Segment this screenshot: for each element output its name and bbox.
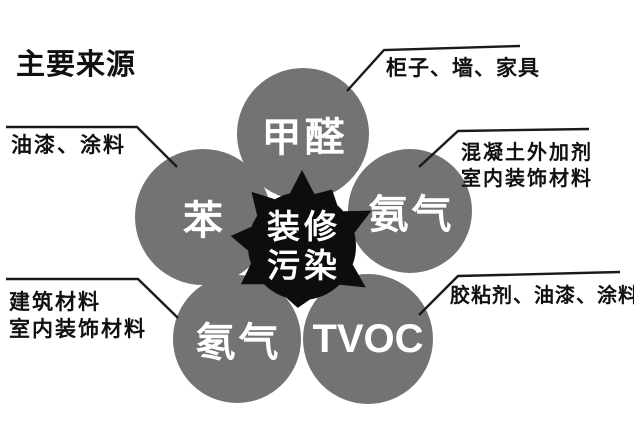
source-label-radon-line2: 室内装饰材料 bbox=[9, 318, 147, 341]
center-pollution-label-line2: 污染 bbox=[267, 247, 341, 284]
circle-benzene: 苯 bbox=[135, 149, 271, 285]
source-label-formaldehyde: 柜子、墙、家具 bbox=[386, 56, 540, 82]
circle-radon: 氡气 bbox=[173, 275, 301, 403]
circle-ammonia-label: 氨气 bbox=[368, 193, 455, 237]
source-label-ammonia: 混凝土外加剂 室内装饰材料 bbox=[461, 140, 593, 192]
source-label-radon: 建筑材料 室内装饰材料 bbox=[9, 289, 147, 343]
source-label-tvoc-line1: 胶粘剂、油漆、涂料 bbox=[450, 285, 634, 307]
circle-tvoc-label: TVOC bbox=[312, 316, 424, 361]
source-label-tvoc: 胶粘剂、油漆、涂料 bbox=[450, 283, 634, 309]
source-label-formaldehyde-line1: 柜子、墙、家具 bbox=[386, 57, 540, 80]
leader-line-ammonia bbox=[418, 127, 590, 168]
source-label-radon-line1: 建筑材料 bbox=[9, 291, 101, 314]
burst-spike-up-right-small bbox=[316, 189, 338, 206]
source-label-benzene: 油漆、涂料 bbox=[11, 133, 126, 159]
burst-core bbox=[248, 192, 356, 300]
pollution-burst bbox=[230, 170, 372, 308]
circle-radon-label: 氡气 bbox=[195, 321, 282, 365]
burst-spike-up bbox=[289, 170, 315, 194]
center-pollution-label: 装修 污染 bbox=[232, 207, 372, 285]
burst-spike-up-right bbox=[343, 210, 372, 233]
burst-spike-up-left bbox=[251, 191, 275, 216]
page-title: 主要来源 bbox=[16, 49, 137, 81]
burst-spike-down-left bbox=[240, 263, 264, 285]
circle-benzene-label: 苯 bbox=[183, 199, 226, 243]
source-label-benzene-line1: 油漆、涂料 bbox=[11, 134, 126, 157]
burst-spike-down bbox=[286, 297, 311, 308]
leader-line-formaldehyde bbox=[346, 44, 521, 92]
leader-line-benzene bbox=[6, 125, 178, 168]
source-label-ammonia-line1: 混凝土外加剂 bbox=[461, 142, 593, 164]
circle-formaldehyde-label: 甲醛 bbox=[261, 116, 348, 160]
source-label-ammonia-line2: 室内装饰材料 bbox=[461, 168, 593, 190]
circle-tvoc: TVOC bbox=[303, 274, 433, 404]
burst-spike-down-right bbox=[339, 264, 366, 288]
center-pollution-label-line1: 装修 bbox=[267, 208, 341, 245]
burst-spike-left bbox=[230, 226, 252, 251]
leader-line-tvoc bbox=[418, 270, 621, 316]
leader-line-radon bbox=[6, 277, 179, 319]
